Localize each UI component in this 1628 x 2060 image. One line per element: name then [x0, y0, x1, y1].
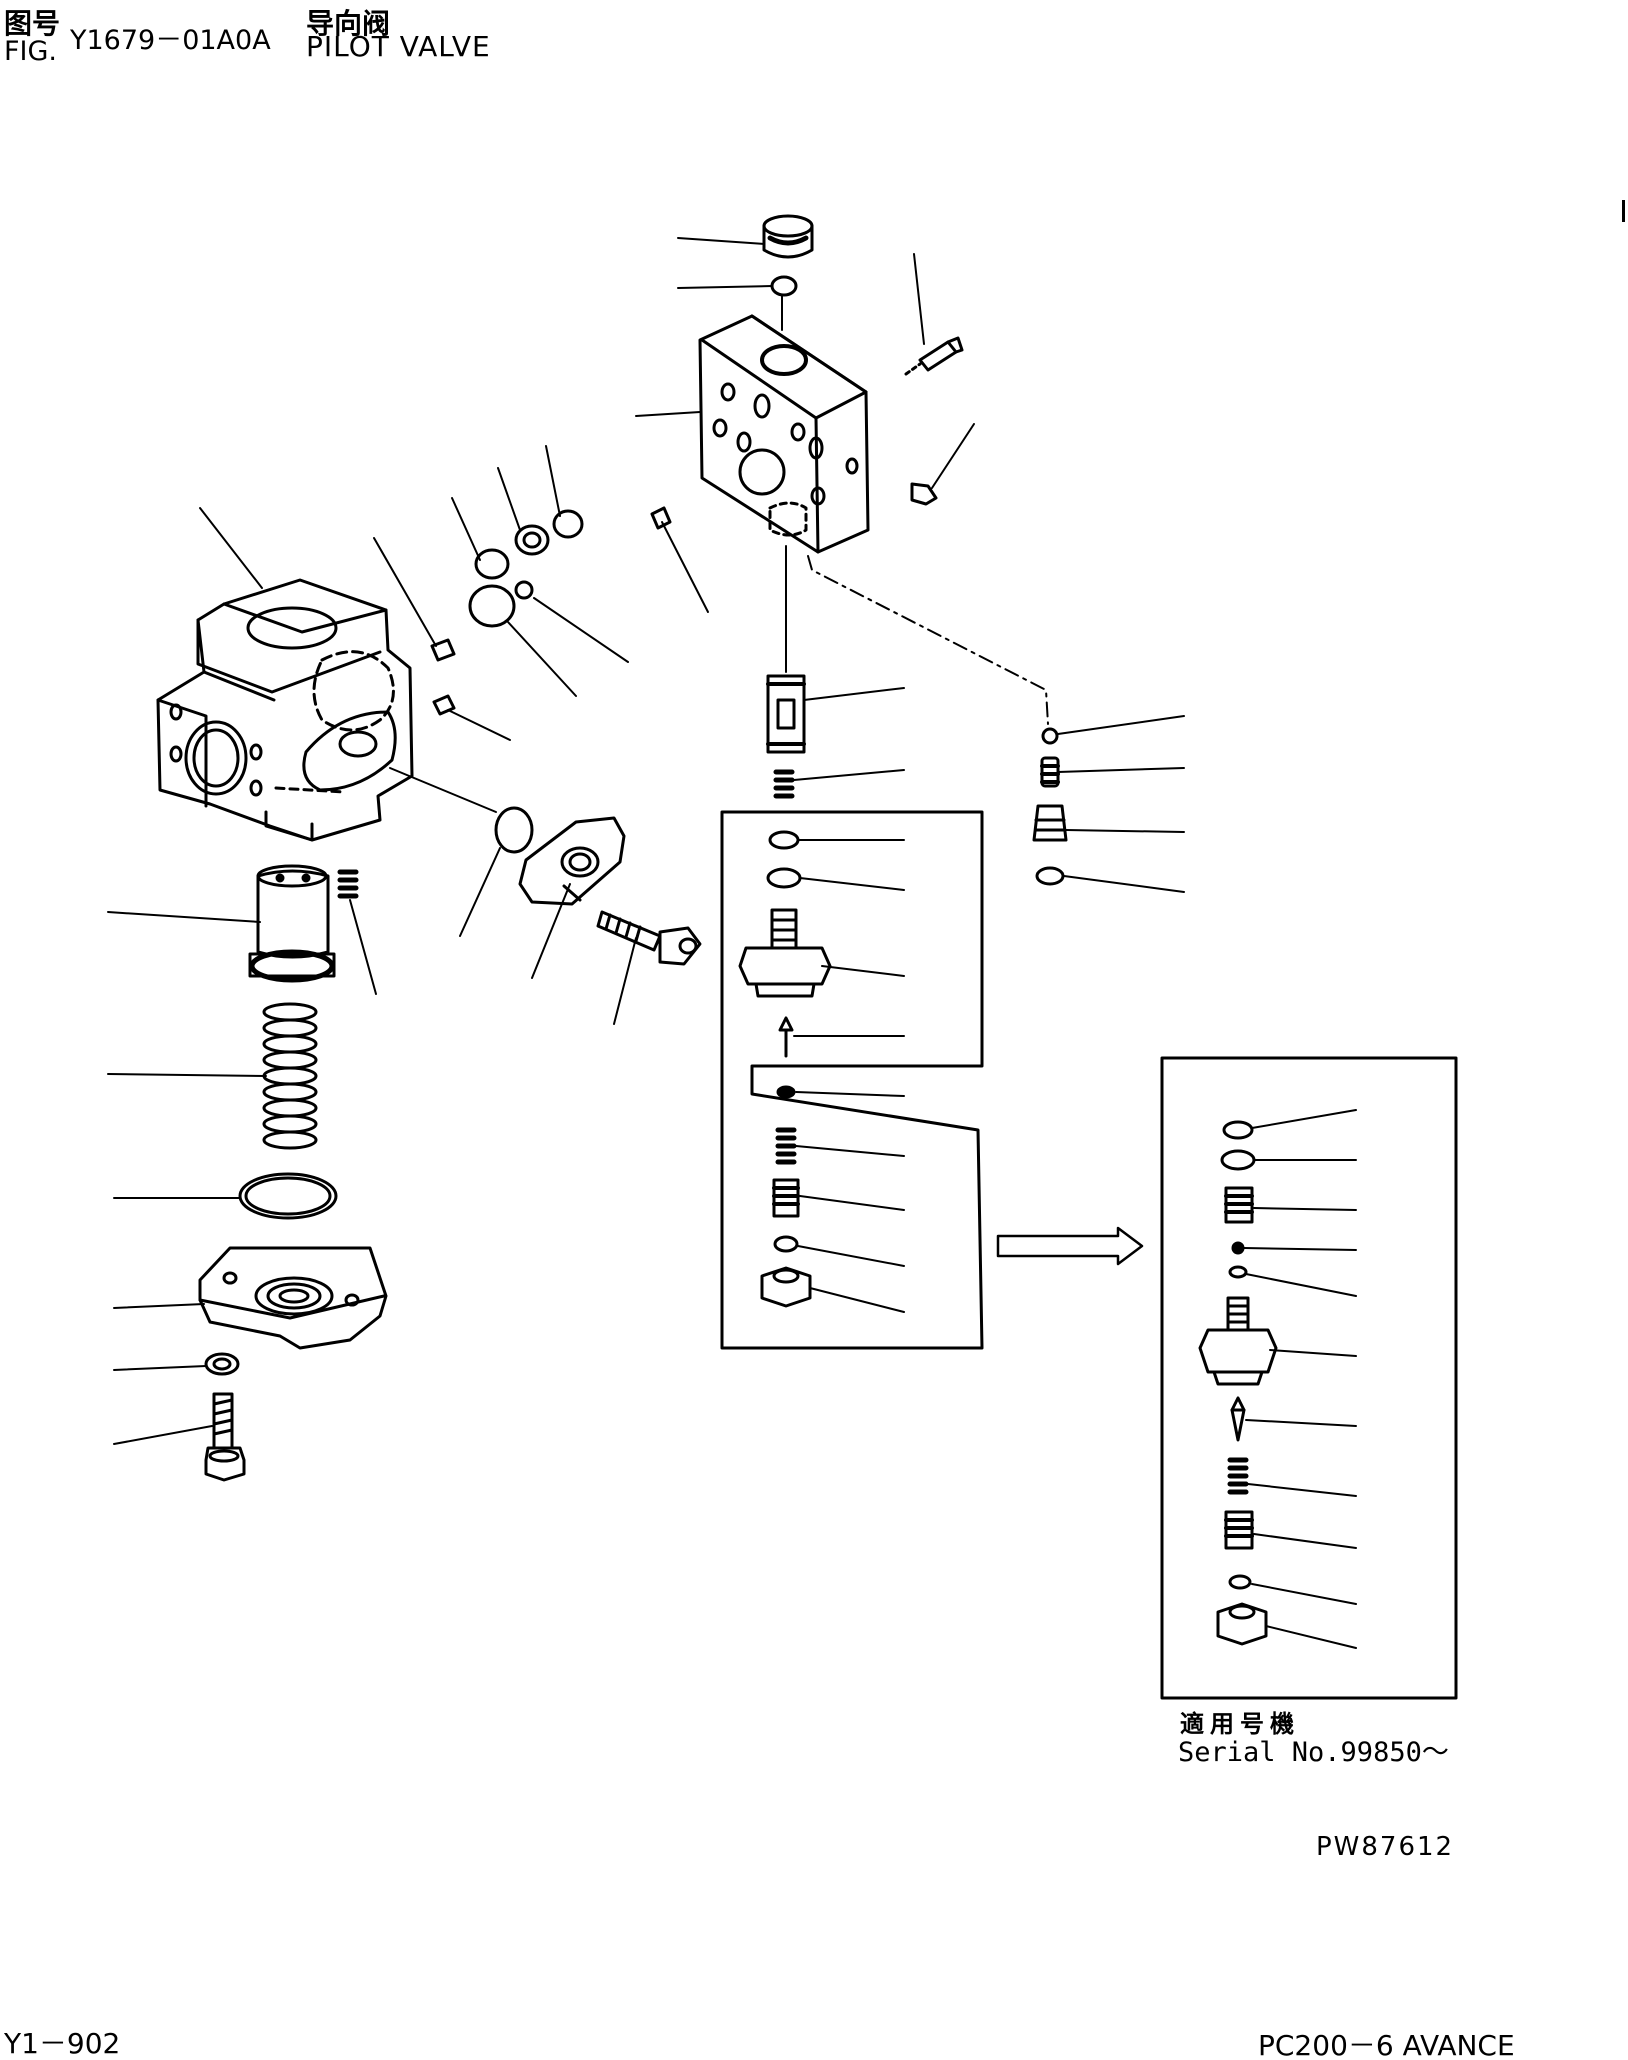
routing-line — [808, 556, 1048, 724]
machine-model: PC200－6 AVANCE — [1258, 2029, 1515, 2060]
check-ball — [1043, 729, 1057, 743]
large-oring — [240, 1174, 336, 1218]
inset-poppet — [1232, 1398, 1244, 1440]
piston-side-spring — [340, 872, 356, 896]
block-bolt-right — [906, 338, 962, 374]
cartridge-spring-seat — [774, 1180, 798, 1216]
valve-block — [700, 316, 868, 552]
inset-frame — [1162, 1058, 1456, 1698]
body-plug-2 — [434, 696, 454, 714]
cartridge-spring — [778, 1130, 794, 1162]
edge-mark — [1622, 200, 1625, 222]
figure-title: PILOT VALVE — [306, 30, 491, 63]
figure-label-cn: 图号 — [4, 7, 61, 40]
inset-body — [1200, 1298, 1276, 1384]
inset-spring-seat — [1226, 1512, 1252, 1548]
cover-bolt — [206, 1394, 244, 1480]
flange-bolt — [598, 912, 700, 964]
figure-label: FIG. — [4, 36, 57, 67]
bottom-cover — [200, 1248, 386, 1348]
detail-arrow — [998, 1228, 1142, 1264]
page-number: Y1－902 — [4, 2027, 121, 2060]
piston — [250, 866, 334, 980]
top-oring — [772, 277, 796, 295]
inset-ball — [1233, 1243, 1243, 1253]
figure-title-cn: 导向阀 — [306, 7, 391, 40]
pump-body — [158, 580, 412, 840]
body-oring-2 — [470, 586, 514, 626]
inset-oring-small — [1230, 1267, 1246, 1277]
check-oring — [1037, 868, 1063, 884]
cover-washer — [206, 1354, 238, 1374]
cover-oring — [496, 808, 532, 852]
inset-oring-1 — [1224, 1122, 1252, 1138]
cartridge-body — [740, 910, 830, 996]
serial-applicability: Serial No.99850～ — [1178, 1737, 1449, 1768]
leader-lines — [108, 238, 1356, 1648]
drawing-code: PW87612 — [1316, 1832, 1455, 1862]
cartridge-oring-3 — [775, 1237, 797, 1251]
cartridge-spring-small — [776, 772, 792, 796]
body-oring-3 — [554, 511, 582, 537]
body-washer — [516, 526, 548, 554]
cartridge-sleeve — [768, 676, 804, 752]
cartridge-nut — [762, 1268, 810, 1306]
cartridge-ball — [778, 1087, 794, 1097]
flange — [520, 818, 624, 904]
check-seat — [1034, 806, 1066, 840]
serial-applicability-cn: 適用号機 — [1180, 1710, 1300, 1738]
main-spring — [264, 1004, 316, 1148]
figure-number: Y1679－01A0A — [70, 25, 271, 56]
cartridge-oring-2 — [768, 869, 800, 887]
inset-plug — [1226, 1188, 1252, 1222]
top-plug — [764, 216, 812, 257]
body-oring-small — [516, 582, 532, 598]
inset-oring-2 — [1222, 1151, 1254, 1169]
inset-oring-3 — [1230, 1576, 1250, 1588]
check-spring — [1042, 758, 1058, 786]
inset-nut — [1218, 1604, 1266, 1644]
inset-spring — [1230, 1460, 1246, 1492]
block-screw-right — [912, 484, 936, 504]
cartridge-oring-1 — [770, 832, 798, 848]
block-screw-left — [652, 508, 670, 528]
body-oring-1 — [476, 550, 508, 578]
cartridge-poppet — [780, 1018, 792, 1056]
body-plug-1 — [432, 640, 454, 660]
cartridge-outline — [722, 812, 982, 1348]
